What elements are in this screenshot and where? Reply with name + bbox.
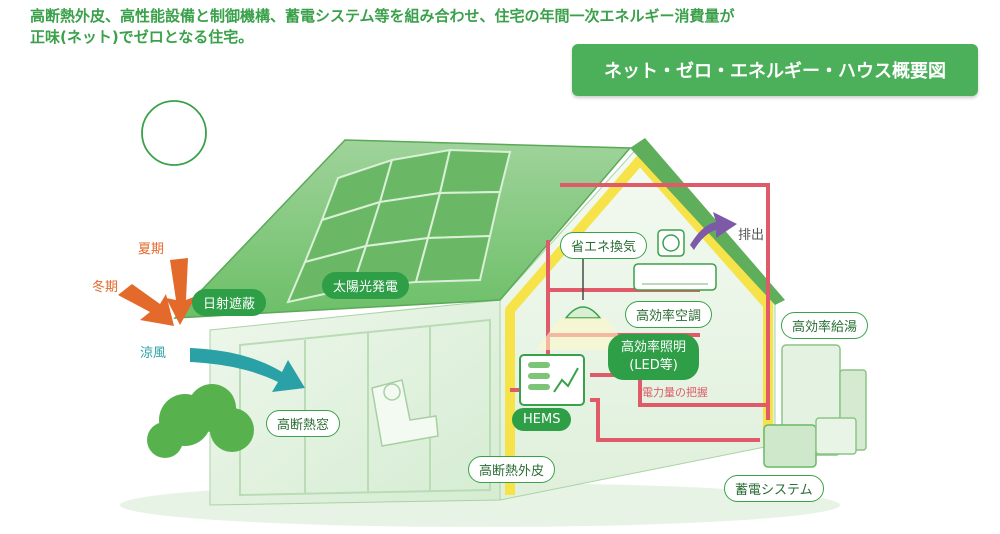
front-wall xyxy=(209,299,501,506)
header-line-1: 高断熱外皮、高性能設備と制御機構、蓄電システム等を組み合わせ、住宅の年間一次エネ… xyxy=(30,7,735,25)
hems-monitor-icon xyxy=(519,354,585,406)
battery-unit-icon xyxy=(763,417,857,468)
tree-icon xyxy=(147,384,254,458)
battery-label: 蓄電システム xyxy=(724,475,824,502)
roof-eave xyxy=(630,138,785,305)
pendant-light-icon xyxy=(536,255,630,350)
summer-label: 夏期 xyxy=(138,242,165,257)
header-description: 高断熱外皮、高性能設備と制御機構、蓄電システム等を組み合わせ、住宅の年間一次エネ… xyxy=(30,6,970,48)
envelope-label: 高断熱外皮 xyxy=(468,456,556,483)
lighting-label-line1: 高効率照明 xyxy=(621,340,687,355)
diagram-title: ネット・ゼロ・エネルギー・ハウス概要図 xyxy=(572,44,978,96)
aircon-label: 高効率空調 xyxy=(625,301,713,328)
lighting-label: 高効率照明 (LED等) xyxy=(608,334,700,380)
solar-label: 太陽光発電 xyxy=(322,272,410,299)
hems-label: HEMS xyxy=(512,408,572,431)
chair-person-icon xyxy=(371,379,439,447)
shading-label: 日射遮蔽 xyxy=(192,289,267,316)
fan-icon xyxy=(657,229,685,257)
sun-icon xyxy=(141,100,207,166)
ventilation-label: 省エネ換気 xyxy=(560,232,648,259)
winter-label: 冬期 xyxy=(92,280,119,295)
air-conditioner-icon xyxy=(633,263,717,291)
water-heater-label: 高効率給湯 xyxy=(781,312,869,339)
summer-arrow xyxy=(166,258,196,325)
cool-breeze-label: 涼風 xyxy=(140,346,167,361)
window-label: 高断熱窓 xyxy=(266,410,341,437)
winter-arrow xyxy=(118,284,174,326)
power-grasp-label: 電力量の把握 xyxy=(642,386,708,399)
exhaust-arrow xyxy=(690,212,737,250)
lighting-label-line2: (LED等) xyxy=(629,358,678,373)
cool-breeze-arrow xyxy=(190,348,305,392)
exhaust-label: 排出 xyxy=(738,228,765,243)
header-line-2: 正味(ネット)でゼロとなる住宅。 xyxy=(30,28,254,46)
